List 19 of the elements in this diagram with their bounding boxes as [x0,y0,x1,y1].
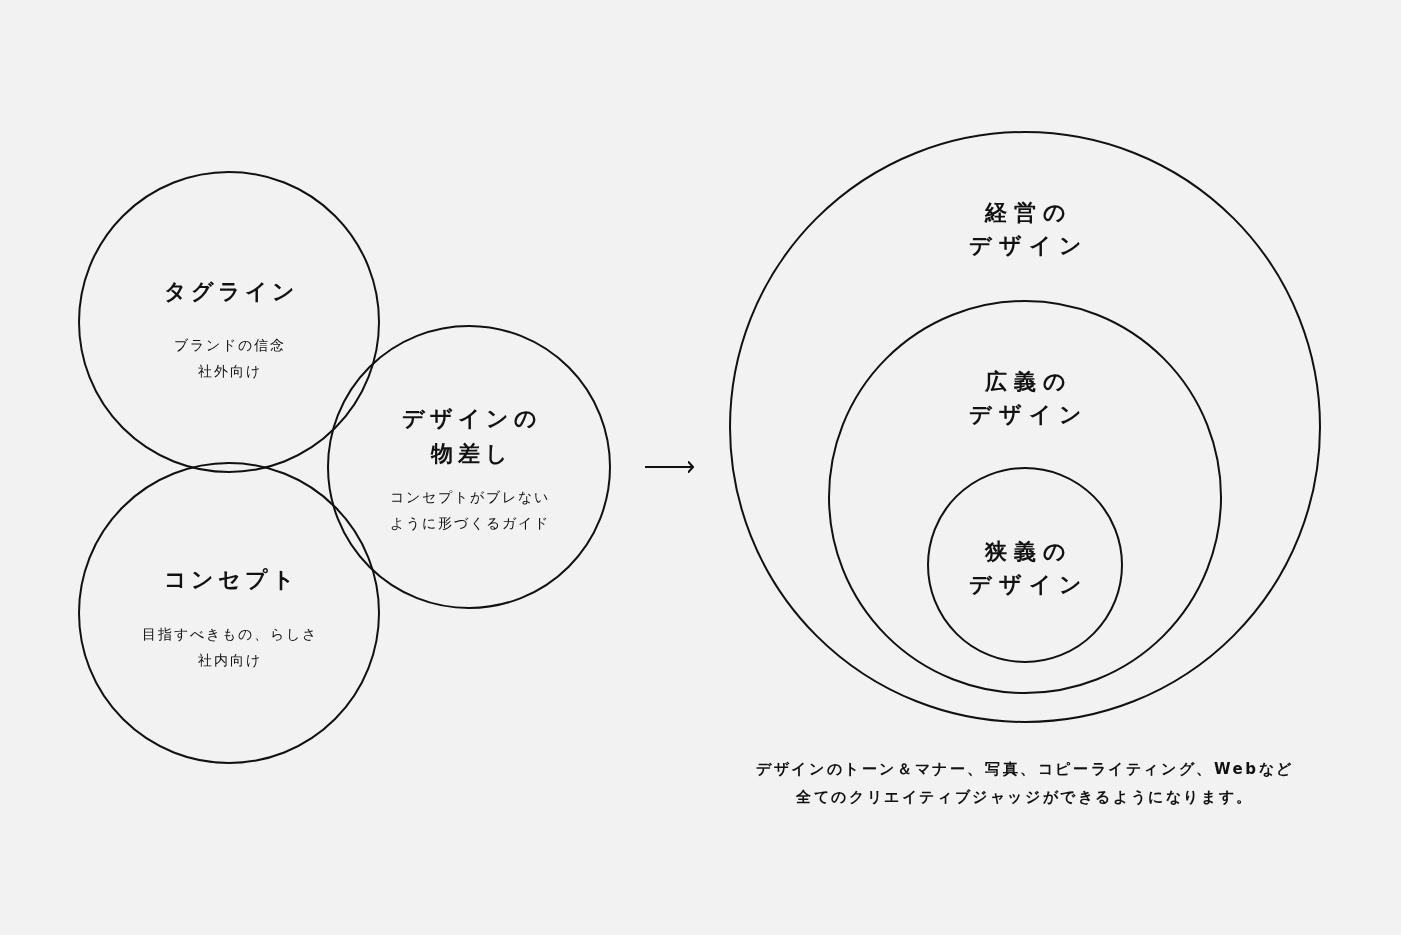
circle-text: 社外向け [197,362,263,381]
circle [828,300,1222,694]
arrow [644,460,694,474]
circle [78,462,380,764]
circle [327,325,611,609]
circle [729,131,1321,723]
circle-text: コンセプトがブレないように形づくるガイド [389,488,551,533]
circle-title: 広義のデザイン [967,367,1090,429]
circle-text: 社内向け [197,651,263,670]
circle-title: コンセプト [162,566,300,594]
circle-title: 狭義のデザイン [967,537,1090,599]
circle-title: タグライン [162,278,300,306]
circle-text: ブランドの信念 [173,336,287,355]
circle-title: デザインの物差し [400,404,543,468]
circle-text: 目指すべきもの、らしさ [141,625,319,644]
circle-title: 経営のデザイン [967,198,1090,260]
caption: デザインのトーン＆マナー、写真、コピーライティング、Webなど全てのクリエイティブジャッジができるようになります。 [755,759,1295,808]
circle [78,171,380,473]
circle [927,467,1123,663]
